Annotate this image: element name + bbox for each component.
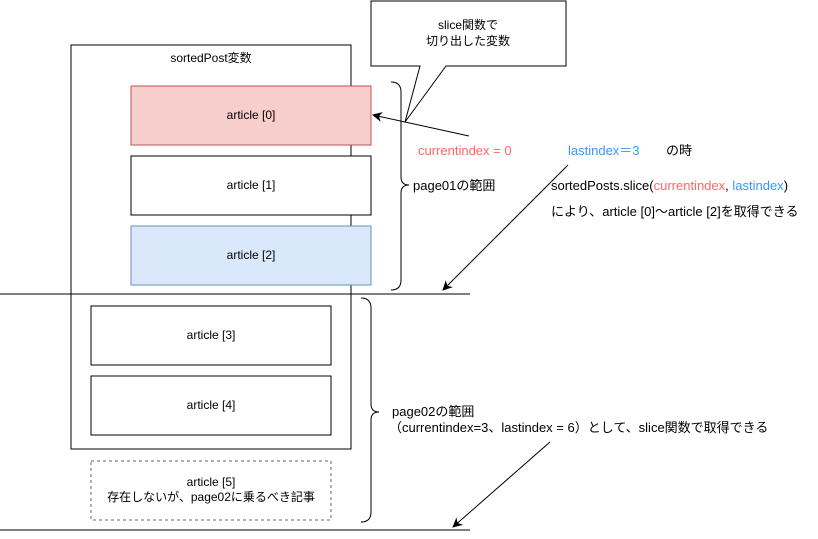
slice-arg-currentindex: currentindex xyxy=(654,178,726,193)
article-label-1: article [1] xyxy=(227,178,276,192)
article-label-0: article [0] xyxy=(227,108,276,122)
slice-expression: sortedPosts.slice(currentindex, lastinde… xyxy=(551,178,788,193)
lastindex-arrow xyxy=(442,164,569,291)
lastindex-label: lastindex＝3 xyxy=(568,143,640,158)
slice-prefix: sortedPosts.slice( xyxy=(551,178,654,193)
article-label-3: article [3] xyxy=(187,328,236,342)
page01-label: page01の範囲 xyxy=(413,178,495,193)
page01-result: により、article [0]〜article [2]を取得できる xyxy=(551,204,798,219)
article-box-3: article [3] xyxy=(90,305,332,366)
article-box-4: article [4] xyxy=(90,375,332,436)
article-box-0: article [0] xyxy=(130,85,372,146)
ghost-article-line1: article [5] xyxy=(187,475,236,489)
callout-box: slice関数で 切り出した変数 xyxy=(370,0,567,123)
when-label: の時 xyxy=(666,143,692,158)
callout-line2: 切り出した変数 xyxy=(426,33,510,48)
page02-brace xyxy=(360,297,380,523)
slice-suffix: ) xyxy=(784,178,788,193)
slice-arg-lastindex: lastindex xyxy=(732,178,784,193)
page01-brace xyxy=(390,81,410,291)
callout-line1: slice関数で xyxy=(438,17,498,32)
page02-arrow xyxy=(452,441,551,528)
currentindex-label: currentindex = 0 xyxy=(418,143,512,158)
container-title: sortedPost変数 xyxy=(170,50,251,65)
currentindex-arrow xyxy=(372,112,470,137)
article-box-1: article [1] xyxy=(130,155,372,216)
ghost-article-line2: 存在しないが、page02に乗るべき記事 xyxy=(107,489,315,504)
article-label-4: article [4] xyxy=(187,398,236,412)
article-label-2: article [2] xyxy=(227,248,276,262)
page02-detail: （currentindex=3、lastindex = 6）として、slice関… xyxy=(389,420,768,435)
slice-separator: , xyxy=(725,178,732,193)
page02-label: page02の範囲 xyxy=(392,404,474,419)
ghost-article-box: article [5] 存在しないが、page02に乗るべき記事 xyxy=(90,460,332,521)
article-box-2: article [2] xyxy=(130,225,372,286)
